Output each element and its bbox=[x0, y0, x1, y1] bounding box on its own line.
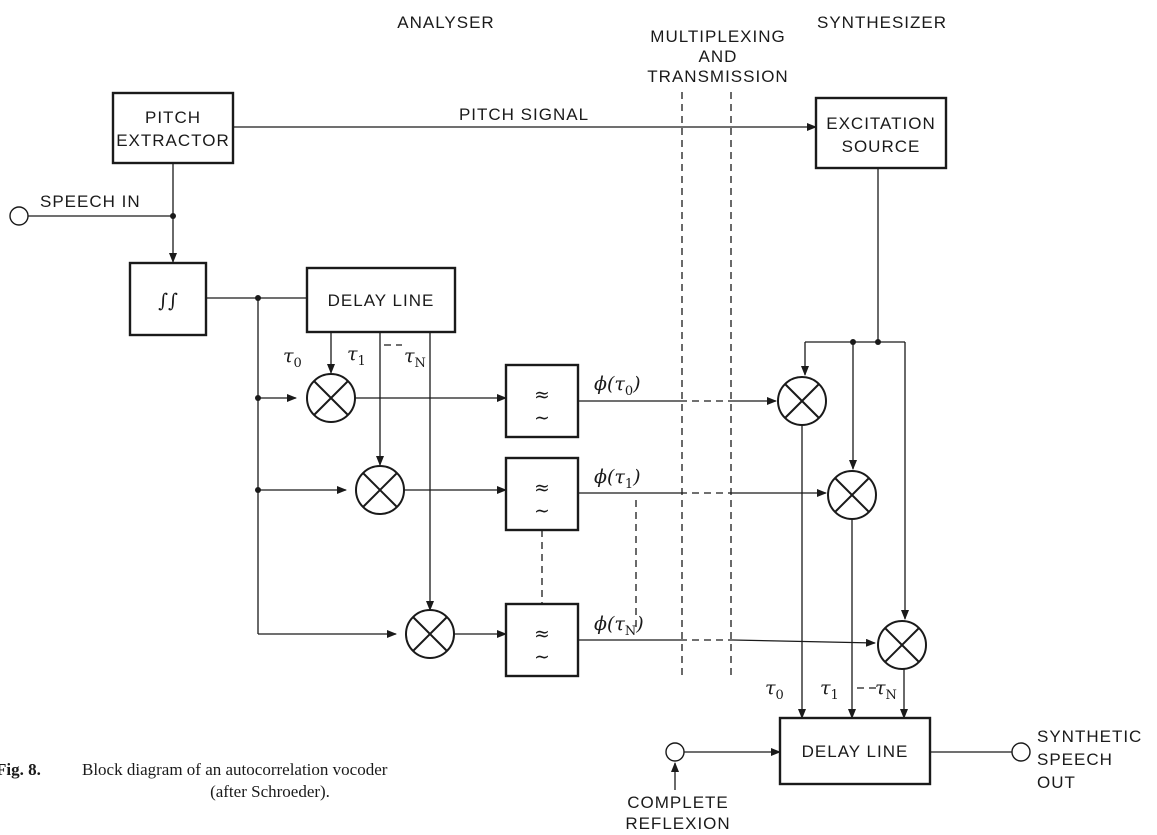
synthetic-speech-label-line3: OUT bbox=[1037, 773, 1076, 792]
synth-tap-label-0: τ0 bbox=[765, 677, 784, 703]
synthetic-speech-label-line2: SPEECH bbox=[1037, 750, 1113, 769]
excitation-source-label-line1: EXCITATION bbox=[826, 114, 936, 133]
phi-label-0: ϕ(τ0) bbox=[594, 373, 641, 399]
multiplexing-heading-line1: MULTIPLEXING bbox=[650, 27, 785, 46]
excitation-source-block bbox=[814, 96, 948, 170]
tap-label-0: τ0 bbox=[283, 345, 302, 371]
speech-in-terminal bbox=[9, 206, 29, 226]
lowpass-symbol-bottom: ∼ bbox=[534, 646, 550, 668]
analyser-multiplier-1 bbox=[355, 465, 405, 515]
pitch-signal-label: PITCH SIGNAL bbox=[459, 105, 589, 124]
lowpass-symbol-bottom: ∼ bbox=[534, 407, 550, 429]
channel-n-to-synth bbox=[732, 638, 876, 647]
synth-tap-label-n: τN bbox=[875, 677, 897, 703]
figure-caption-line1: Block diagram of an autocorrelation voco… bbox=[82, 760, 388, 779]
figure-caption-line2: (after Schroeder). bbox=[210, 782, 330, 801]
analyser-delay-line-label: DELAY LINE bbox=[328, 291, 435, 310]
complete-reflexion-label-line2: REFLEXION bbox=[625, 814, 730, 833]
phi-label-n: ϕ(τN) bbox=[594, 613, 644, 639]
rectifier-block bbox=[128, 261, 208, 337]
figure-number: Fig. 8. bbox=[0, 760, 41, 779]
synthetic-speech-out-terminal bbox=[1011, 742, 1031, 762]
excitation-source-label-line2: SOURCE bbox=[842, 137, 921, 156]
rectifier-symbol: ∫∫ bbox=[158, 290, 178, 312]
tap-label-n: τN bbox=[404, 345, 426, 371]
synth-multiplier-0 bbox=[777, 376, 827, 426]
speech-in-label: SPEECH IN bbox=[40, 192, 141, 211]
complete-reflexion-label-line1: COMPLETE bbox=[627, 793, 729, 812]
pitch-extractor-label-line2: EXTRACTOR bbox=[116, 131, 230, 150]
synth-delay-line-block bbox=[778, 716, 932, 786]
complete-reflexion-terminal bbox=[665, 742, 685, 762]
tap-label-1: τ1 bbox=[347, 343, 366, 369]
synth-multiplier-n bbox=[877, 620, 927, 670]
multiplexing-heading-line2: AND bbox=[699, 47, 738, 66]
lowpass-symbol-top: ≈ bbox=[534, 623, 550, 645]
analyser-heading: ANALYSER bbox=[397, 13, 494, 32]
pitch-extractor-label-line1: PITCH bbox=[145, 108, 201, 127]
multiplexing-heading-line3: TRANSMISSION bbox=[647, 67, 788, 86]
lowpass-symbol-bottom: ∼ bbox=[534, 500, 550, 522]
synthesizer-heading: SYNTHESIZER bbox=[817, 13, 947, 32]
analyser-multiplier-n bbox=[405, 609, 455, 659]
lowpass-filter-0 bbox=[504, 363, 580, 439]
synth-tap-label-1: τ1 bbox=[820, 677, 839, 703]
phi-label-1: ϕ(τ1) bbox=[594, 466, 641, 492]
junction-dot bbox=[875, 339, 881, 345]
analyser-delay-line-block bbox=[305, 266, 457, 334]
analyser-multiplier-0 bbox=[306, 373, 356, 423]
synth-multiplier-1 bbox=[827, 470, 877, 520]
synthetic-speech-label-line1: SYNTHETIC bbox=[1037, 727, 1142, 746]
pitch-extractor-block bbox=[111, 91, 235, 165]
lowpass-symbol-top: ≈ bbox=[534, 477, 550, 499]
lowpass-symbol-top: ≈ bbox=[534, 384, 550, 406]
synth-delay-line-label: DELAY LINE bbox=[802, 742, 909, 761]
